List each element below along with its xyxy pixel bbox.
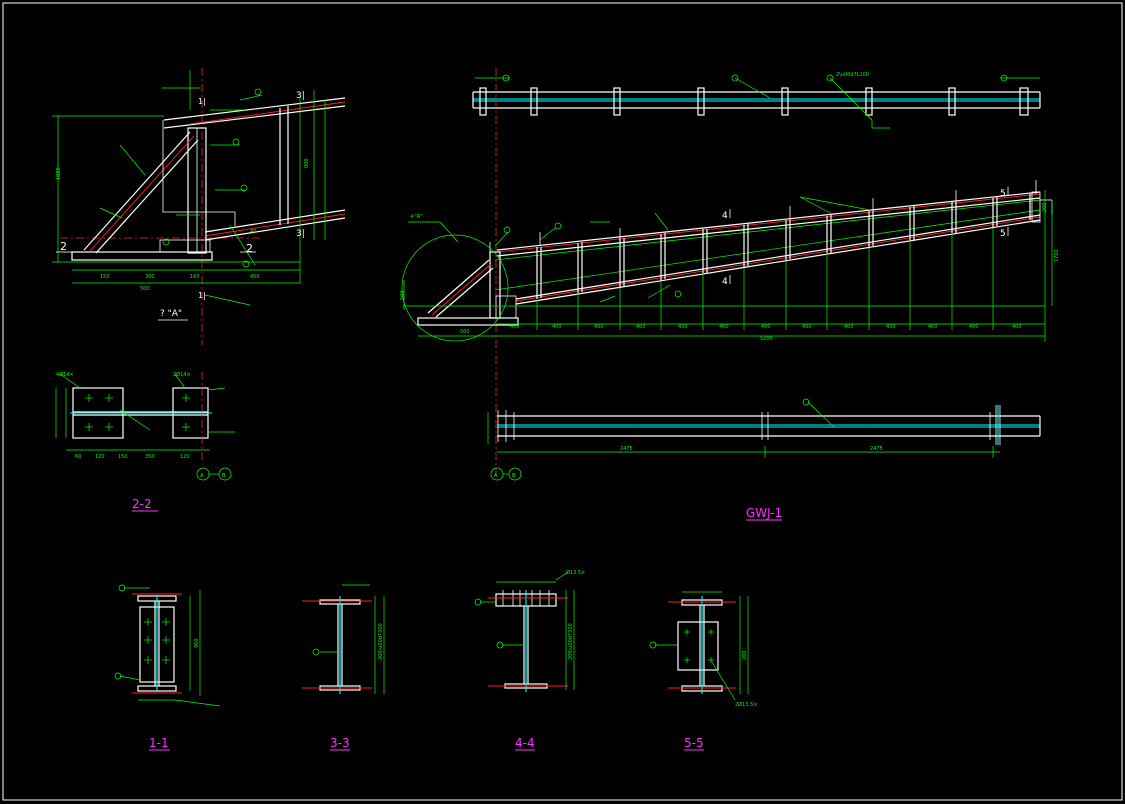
svg-text:160: 160 bbox=[190, 274, 200, 280]
svg-text:300: 300 bbox=[145, 274, 155, 280]
svg-text:200: 200 bbox=[1042, 202, 1048, 212]
svg-text:400: 400 bbox=[636, 324, 646, 330]
svg-text:5200: 5200 bbox=[760, 336, 773, 342]
section-2-2-view: 4Ø14× 2Ø14× 60 120 150 350 120 A B 2-2 bbox=[55, 371, 235, 512]
detail-a-callout-label: ④"A" bbox=[410, 214, 423, 220]
svg-text:400: 400 bbox=[719, 324, 729, 330]
svg-text:450: 450 bbox=[250, 274, 260, 280]
svg-text:120: 120 bbox=[180, 454, 190, 460]
detail-a-label: ? "A" bbox=[160, 309, 182, 319]
svg-text:5: 5 bbox=[1000, 229, 1006, 239]
svg-text:B: B bbox=[512, 473, 516, 479]
svg-text:400: 400 bbox=[510, 324, 520, 330]
gwj-bottom-plan-view: 2475 2475 A B GWJ-1 bbox=[487, 398, 1041, 521]
section-4-4-view: Ø13.5× 200\u00d7200 4-4 bbox=[474, 569, 585, 751]
svg-text:1085: 1085 bbox=[56, 167, 62, 180]
svg-text:A: A bbox=[494, 473, 498, 479]
svg-text:A: A bbox=[200, 473, 204, 479]
cut-mark-4-top: 4 bbox=[722, 211, 728, 221]
svg-text:400: 400 bbox=[844, 324, 854, 330]
svg-text:400: 400 bbox=[678, 324, 688, 330]
section-4-4-bolt-note: Ø13.5× bbox=[566, 569, 585, 576]
svg-text:2\u00d7L100: 2\u00d7L100 bbox=[836, 72, 869, 78]
svg-text:40: 40 bbox=[250, 229, 256, 235]
svg-text:350: 350 bbox=[145, 454, 155, 460]
svg-text:200\u00d7200: 200\u00d7200 bbox=[568, 623, 574, 660]
section-1-1-view: 960 1-1 bbox=[114, 584, 221, 751]
svg-text:500: 500 bbox=[400, 290, 406, 300]
svg-text:3|: 3| bbox=[296, 91, 305, 101]
svg-text:2475: 2475 bbox=[620, 446, 633, 452]
section-2-2-title: 2-2 bbox=[132, 497, 152, 511]
section-3-3-view: 200\u00d7200 3-3 bbox=[302, 584, 385, 751]
section-5-5-title: 5-5 bbox=[684, 736, 704, 750]
svg-text:200: 200 bbox=[742, 650, 748, 660]
gwj-1-title: GWJ-1 bbox=[746, 506, 782, 520]
svg-text:400: 400 bbox=[1012, 324, 1022, 330]
svg-text:120: 120 bbox=[95, 454, 105, 460]
svg-text:500: 500 bbox=[140, 286, 150, 292]
section-1-1-title: 1-1 bbox=[149, 736, 169, 750]
svg-text:400: 400 bbox=[594, 324, 604, 330]
svg-text:960: 960 bbox=[194, 638, 200, 648]
svg-text:400: 400 bbox=[761, 324, 771, 330]
svg-text:150: 150 bbox=[100, 274, 110, 280]
section-5-5-view: 2Ø13.5× 200 5-5 bbox=[649, 591, 757, 751]
svg-text:1|: 1| bbox=[198, 291, 206, 300]
detail-a-view: 1085 150 300 160 500 450 800 40 2 2 3| 3… bbox=[52, 68, 346, 345]
section-4-4-title: 4-4 bbox=[515, 736, 535, 750]
plate-label-1: 4Ø14× bbox=[56, 371, 74, 378]
svg-text:800: 800 bbox=[304, 158, 310, 168]
svg-text:500: 500 bbox=[460, 329, 470, 335]
svg-text:2475: 2475 bbox=[870, 446, 883, 452]
svg-text:2: 2 bbox=[60, 240, 67, 253]
svg-text:4: 4 bbox=[722, 277, 728, 287]
svg-text:B: B bbox=[222, 473, 226, 479]
svg-text:1700: 1700 bbox=[1054, 249, 1060, 262]
svg-text:400: 400 bbox=[928, 324, 938, 330]
svg-text:150: 150 bbox=[118, 454, 128, 460]
svg-text:400: 400 bbox=[552, 324, 562, 330]
svg-text:200\u00d7200: 200\u00d7200 bbox=[378, 623, 384, 660]
cut-mark-5-top: 5 bbox=[1000, 189, 1006, 199]
svg-text:400: 400 bbox=[802, 324, 812, 330]
svg-text:2: 2 bbox=[246, 242, 253, 255]
gwj-plan-view: 2\u00d7L100 bbox=[472, 72, 1041, 129]
svg-text:3|: 3| bbox=[296, 229, 305, 239]
svg-text:400: 400 bbox=[969, 324, 979, 330]
svg-text:400: 400 bbox=[886, 324, 896, 330]
plate-label-2: 2Ø14× bbox=[173, 371, 191, 378]
svg-text:60: 60 bbox=[75, 454, 81, 460]
detail-a-callout-circle bbox=[401, 234, 509, 342]
svg-text:1|: 1| bbox=[198, 97, 206, 106]
section-3-3-title: 3-3 bbox=[330, 736, 350, 750]
section-5-5-bolt-note: 2Ø13.5× bbox=[735, 701, 757, 708]
